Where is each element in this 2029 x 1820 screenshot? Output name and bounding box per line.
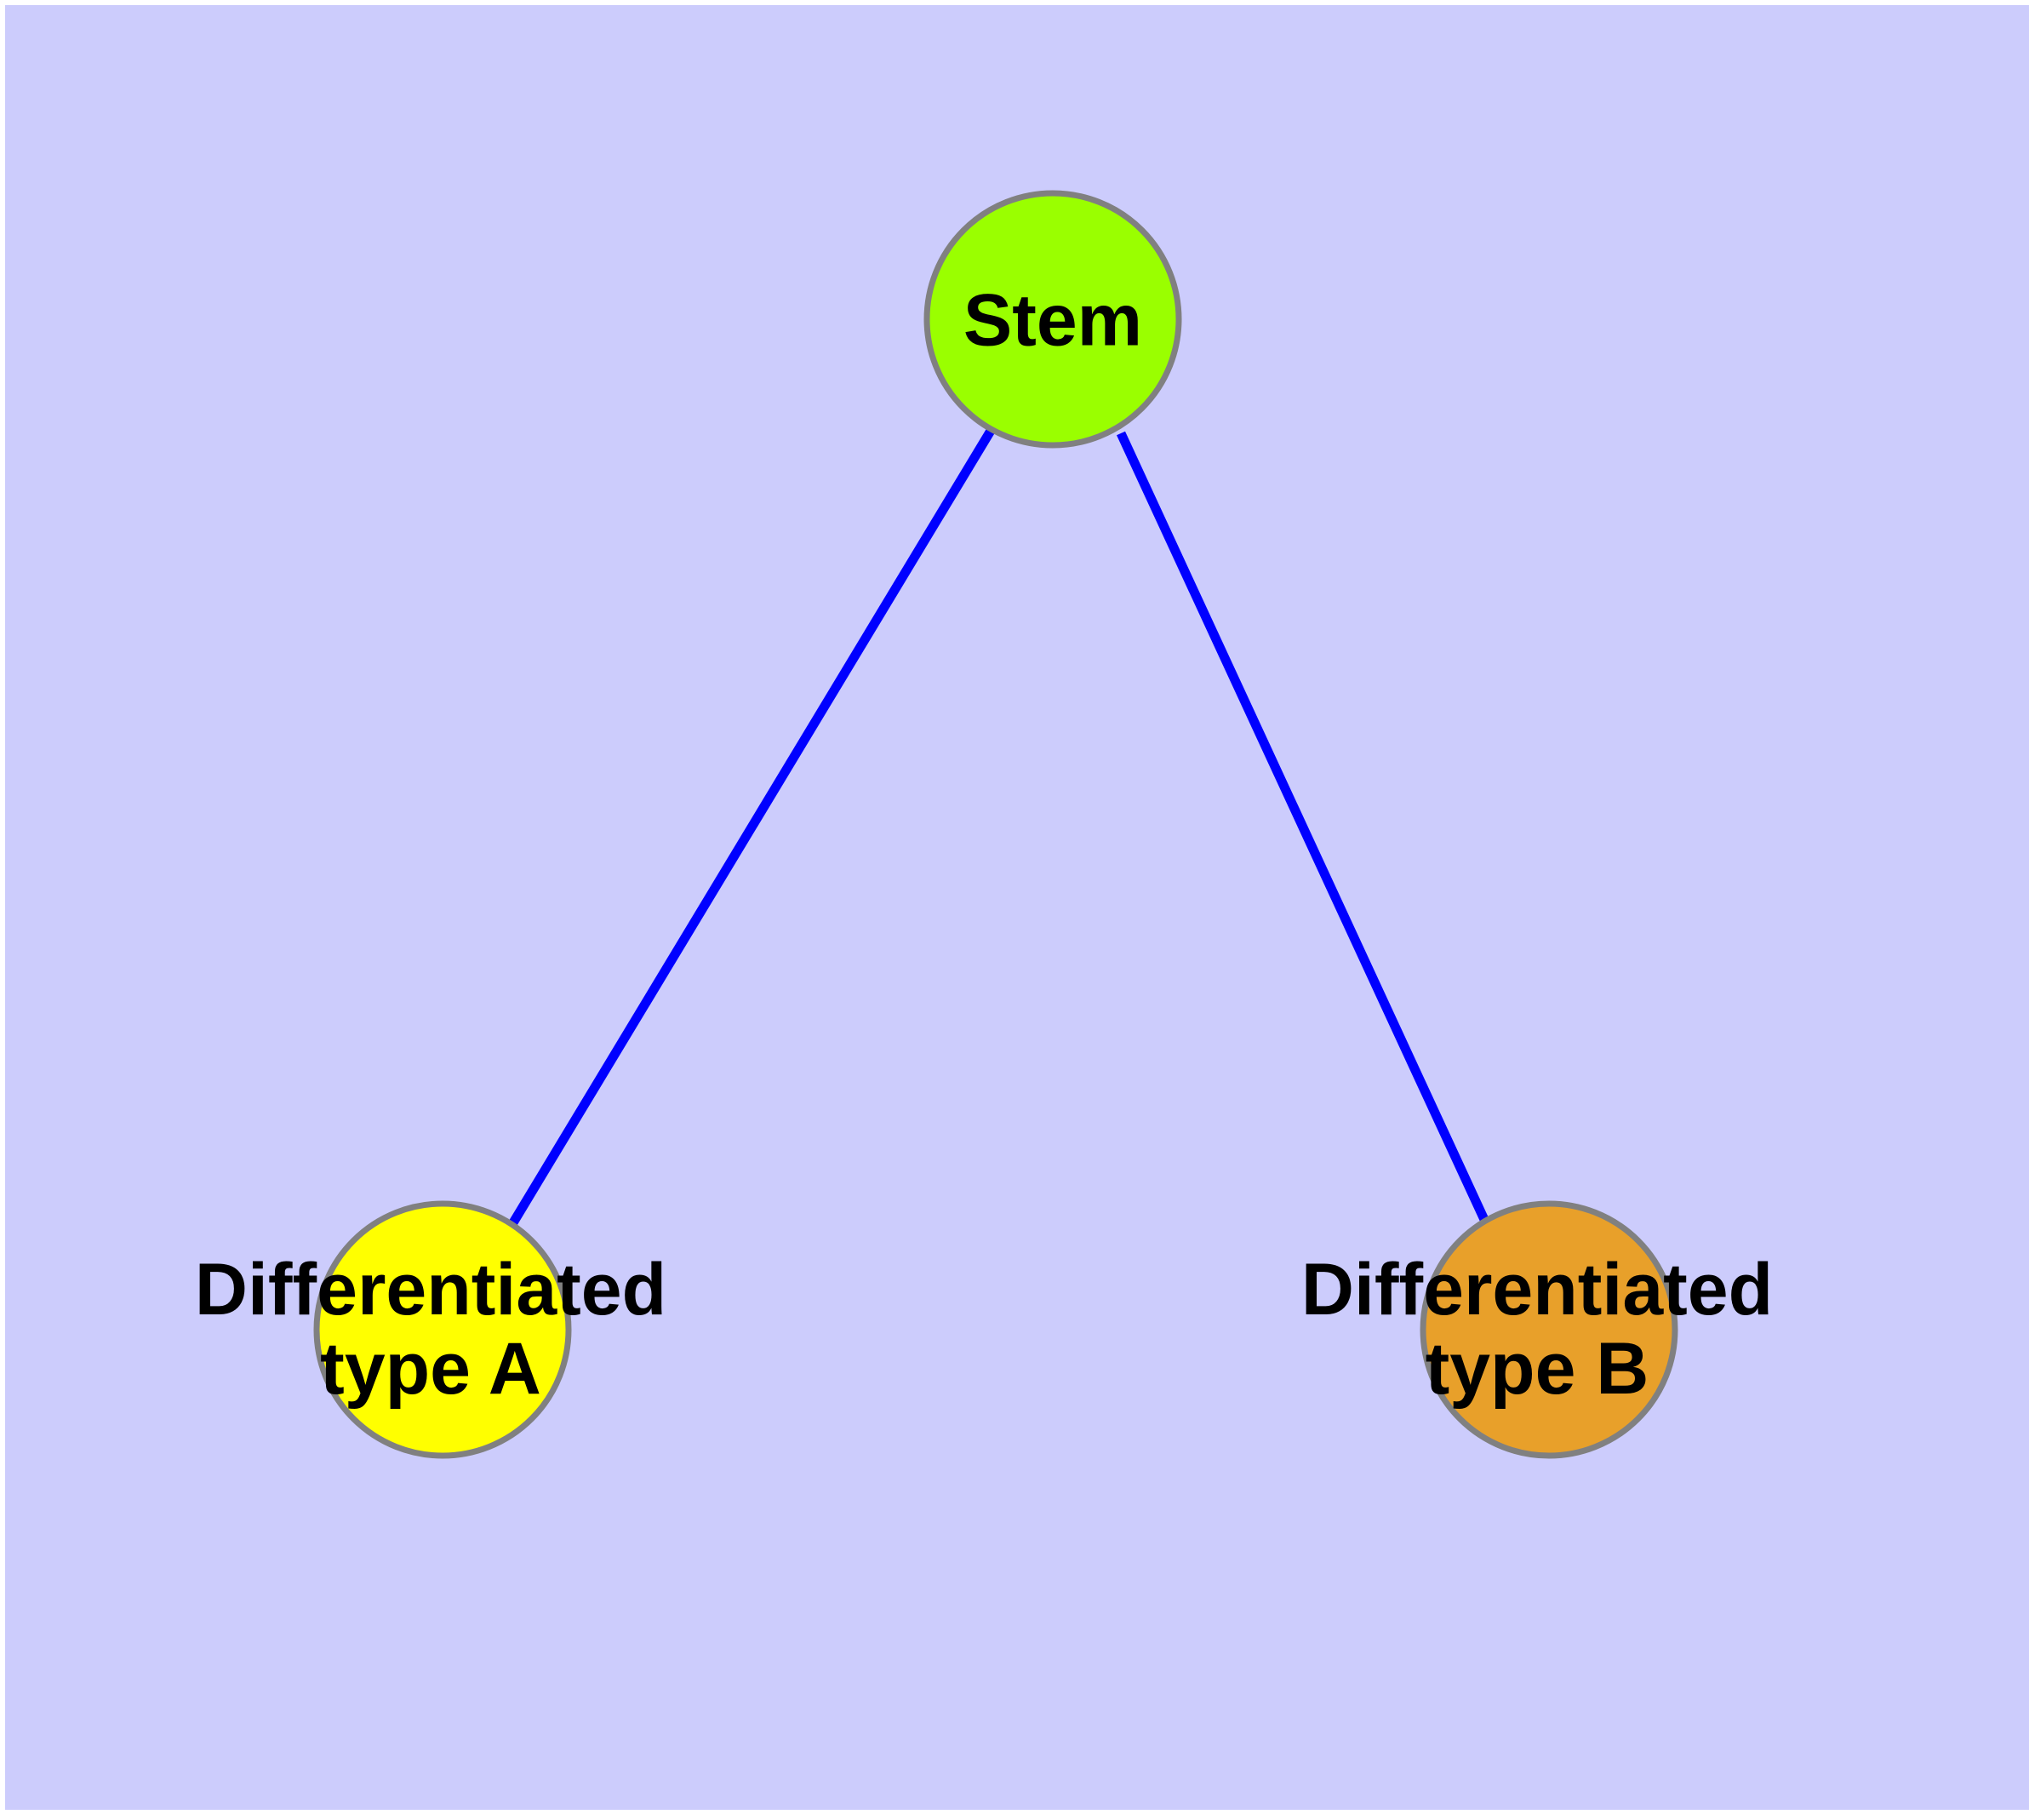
diagram-plot-area: Stem Differentiated type A Differentiate… bbox=[5, 5, 2029, 1810]
node-layer bbox=[313, 190, 1678, 1459]
cell-differentiation-graph bbox=[313, 190, 1678, 1459]
node-stem[interactable] bbox=[923, 190, 1182, 449]
edge-layer bbox=[508, 428, 1490, 1227]
edge-stem-to-differentiated-type-b bbox=[1117, 431, 1490, 1226]
node-differentiated-type-b[interactable] bbox=[1420, 1200, 1678, 1459]
node-differentiated-type-a[interactable] bbox=[313, 1200, 572, 1459]
edge-stem-to-differentiated-type-a bbox=[508, 428, 995, 1227]
